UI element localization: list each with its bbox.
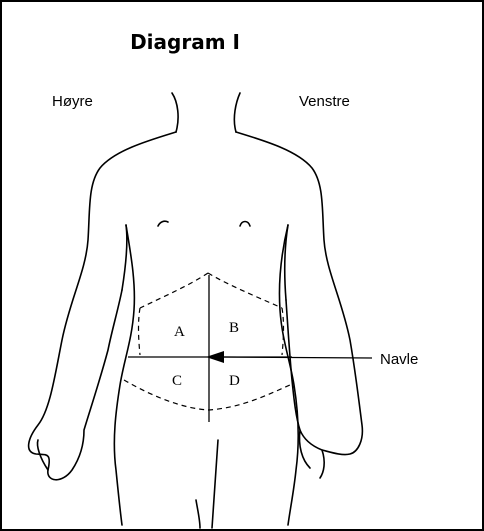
navel-label: Navle — [380, 351, 418, 368]
diagram-title: Diagram I — [0, 30, 370, 54]
right-side-label: Høyre — [52, 93, 93, 110]
left-side-label: Venstre — [299, 93, 350, 110]
zone-c-label: C — [172, 373, 182, 390]
quadrant-lines — [128, 275, 292, 422]
zone-d-label: D — [229, 373, 240, 390]
zone-b-label: B — [229, 320, 239, 337]
zone-a-label: A — [174, 324, 185, 341]
body-silhouette — [29, 93, 363, 528]
abdominal-region-outline — [124, 273, 290, 410]
